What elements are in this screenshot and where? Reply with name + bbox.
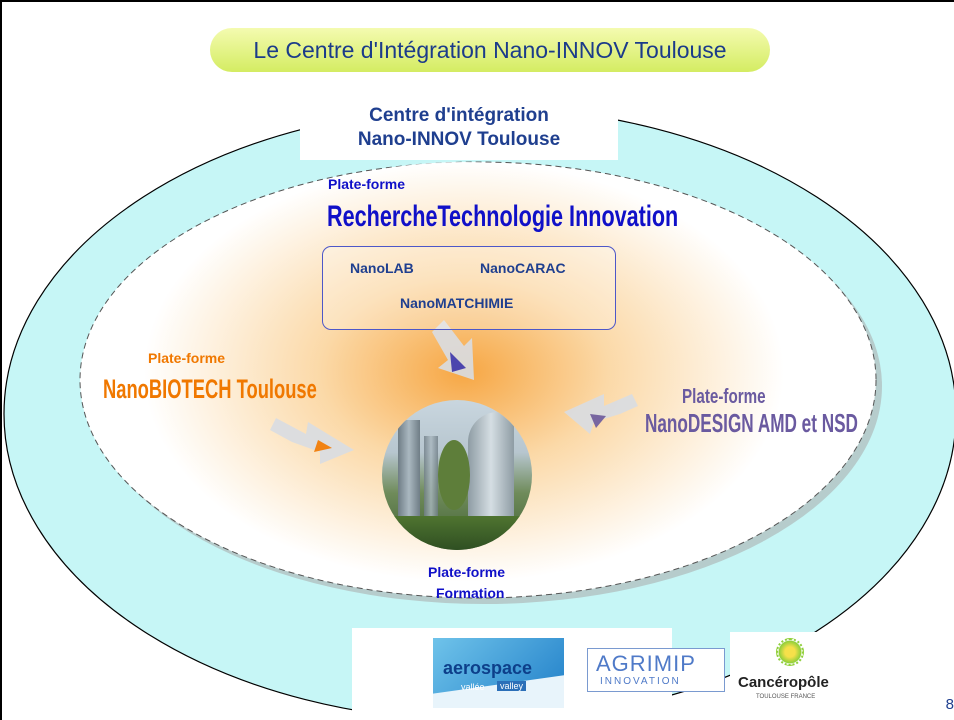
arrow-left: [270, 418, 354, 464]
biotech-platform-label: Plate-forme: [148, 350, 226, 366]
rti-subplatforms-box: [322, 246, 616, 330]
design-platform-name-text: NanoDESIGN AMD et NSD: [645, 408, 858, 438]
photo-tree: [438, 440, 470, 510]
aerospace-valley-logo: aerospace vallée valley: [433, 638, 564, 708]
photo-tower-right: [468, 412, 514, 524]
rti-item-nanolab: NanoLAB: [350, 260, 414, 276]
slide-title: Le Centre d'Intégration Nano-INNOV Toulo…: [210, 28, 770, 72]
design-platform-name: NanoDESIGN AMD et NSD: [645, 408, 954, 439]
arrow-right: [564, 394, 638, 434]
formation-platform-label: Plate-forme: [428, 564, 506, 580]
canceropole-sun-icon: [776, 638, 804, 666]
agrimip-logo: AGRIMIP INNOVATION: [587, 648, 725, 692]
biotech-platform-name-text: NanoBIOTECH Toulouse: [103, 374, 317, 404]
page-number: 8: [945, 696, 954, 713]
center-label-line1: Centre d'intégration: [369, 105, 549, 126]
canceropole-logo: Cancéropôle TOULOUSE FRANCE: [730, 632, 850, 712]
formation-platform-name: Formation: [436, 585, 505, 601]
photo-tower-left: [398, 420, 420, 530]
agrimip-logo-sub: INNOVATION: [600, 676, 681, 687]
aerospace-logo-sub2: valley: [497, 681, 527, 691]
rti-item-nanomatchimie: NanoMATCHIMIE: [400, 295, 514, 311]
canceropole-logo-sub: TOULOUSE FRANCE: [756, 694, 816, 700]
design-platform-label: Plate-forme: [682, 386, 792, 409]
arrow-top: [432, 320, 474, 380]
photo-tower-mid: [424, 436, 438, 528]
building-photo: [382, 400, 532, 550]
aerospace-logo-text: aerospace: [443, 658, 533, 678]
rti-platform-name-text: RechercheTechnologie Innovation: [327, 200, 679, 233]
design-platform-label-text: Plate-forme: [682, 386, 766, 408]
center-label: Centre d'intégration Nano-INNOV Toulouse: [300, 100, 618, 160]
canceropole-logo-text: Cancéropôle: [738, 674, 829, 691]
rti-item-nanocarac: NanoCARAC: [480, 260, 566, 276]
agrimip-logo-text: AGRIMIP: [596, 651, 696, 676]
rti-platform-name: RechercheTechnologie Innovation: [327, 200, 815, 234]
rti-platform-label: Plate-forme: [328, 176, 406, 192]
biotech-platform-name: NanoBIOTECH Toulouse: [103, 374, 418, 405]
photo-ground: [382, 516, 532, 550]
center-label-line2: Nano-INNOV Toulouse: [357, 129, 561, 150]
aerospace-logo-sub1: vallée: [461, 682, 485, 692]
